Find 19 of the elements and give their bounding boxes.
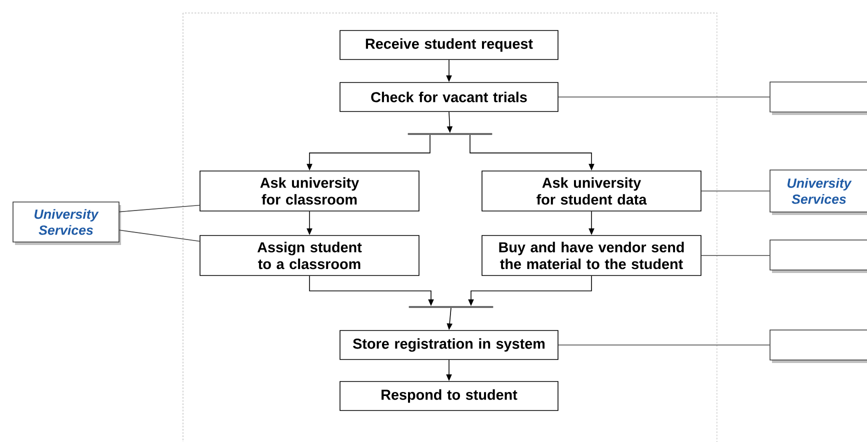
process-box: Receive student request [340,30,558,60]
connector-line [558,96,770,98]
process-box: Respond to student [340,381,558,411]
connector-line [558,344,770,346]
process-box: Store registration in system [340,330,558,360]
connector-line [119,204,200,212]
partner-box: University Services [12,202,122,245]
process-box: Ask university for classroom [200,170,420,212]
connector-line [701,255,770,256]
partner-box [770,240,867,273]
process-box: Ask university for student data [482,170,702,212]
partner-box: University Services [770,170,867,215]
process-box: Check for vacant trials [340,82,558,112]
process-box: Assign student to a classroom [200,235,420,276]
connector-line [701,190,770,192]
partner-box [770,82,867,115]
process-box: Buy and have vendor send the material to the student [482,235,702,276]
connector-line [119,230,200,242]
partner-box [770,330,867,363]
